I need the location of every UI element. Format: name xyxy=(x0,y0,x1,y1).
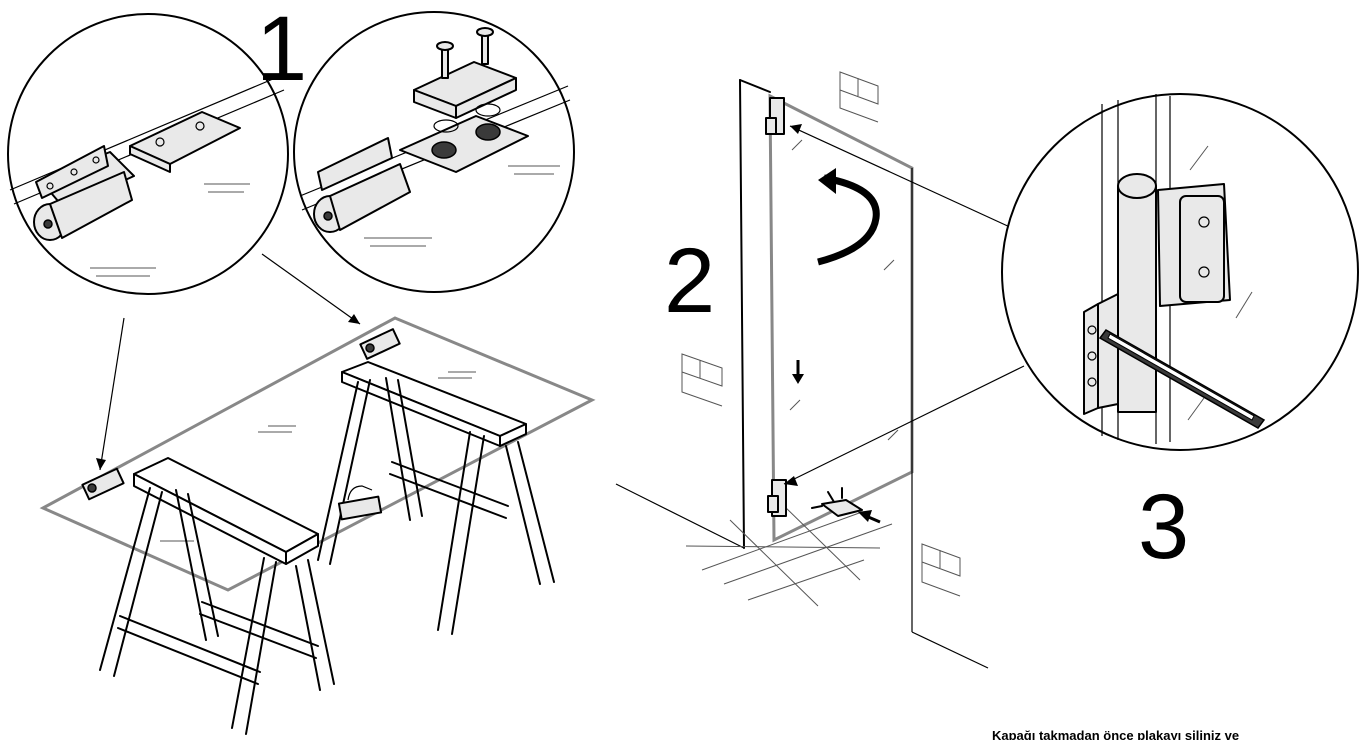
step-number-3: 3 xyxy=(1138,476,1189,578)
detail-circle-hinge-exploded xyxy=(293,11,575,293)
brick-pattern-wall xyxy=(681,71,961,597)
glass-door xyxy=(768,93,914,543)
hinge-on-glass-under xyxy=(337,485,383,521)
down-arrow-icon xyxy=(792,360,804,384)
step-number-1: 1 xyxy=(256,0,307,100)
step-2-illustration: 2 xyxy=(615,71,989,669)
glass-reflection-marks xyxy=(160,371,476,542)
floor-tiles xyxy=(685,503,893,607)
step-1-illustration: 1 xyxy=(7,0,596,735)
door-hinge-top xyxy=(765,97,785,135)
hinge-on-glass-top xyxy=(359,328,401,360)
rotation-arrow-icon xyxy=(817,174,880,266)
instruction-caption: Kapağı takmadan önce plakayı siliniz ve xyxy=(992,728,1240,740)
floor-stop-icon xyxy=(811,487,881,524)
door-hinge-bottom xyxy=(767,479,787,517)
trestle-front xyxy=(99,457,335,735)
detail-circle-hinge-assembled xyxy=(7,13,289,295)
hex-key-icon xyxy=(1098,329,1266,429)
hinge-on-glass-left xyxy=(81,467,125,501)
step-3-illustration: 3 xyxy=(783,93,1359,578)
trestle-back xyxy=(317,361,555,635)
glass-panel-flat xyxy=(39,316,596,592)
step-number-2: 2 xyxy=(664,230,715,332)
